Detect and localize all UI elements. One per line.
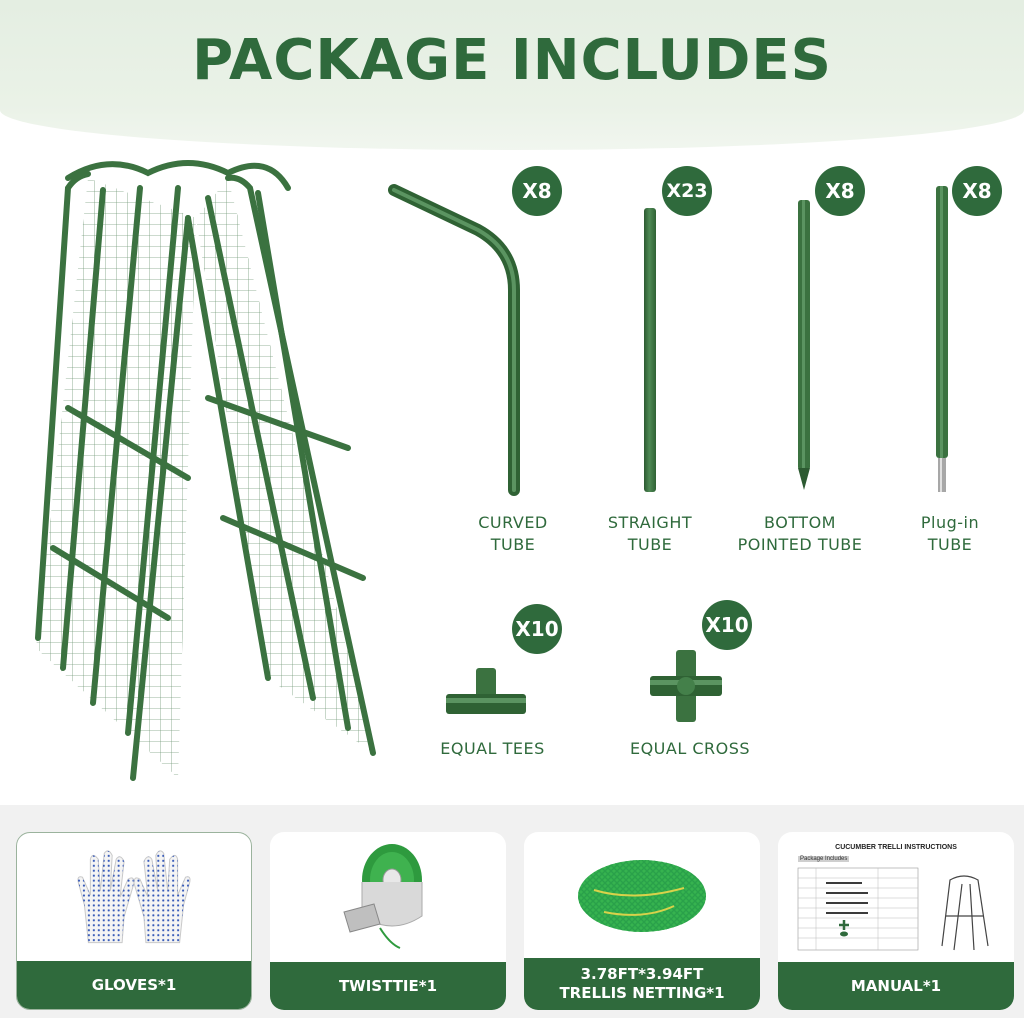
- count-badge-tee-connector: X10: [512, 604, 562, 654]
- count-badge-cross-connector: X10: [702, 600, 752, 650]
- count-badge-plug-in-tube: X8: [952, 166, 1002, 216]
- assembled-trellis-image: [35, 160, 376, 781]
- cross-connector-icon: [650, 650, 722, 722]
- part-label-plug-in-tube: Plug-in TUBE: [920, 513, 980, 554]
- part-label-straight-tube: STRAIGHT TUBE: [607, 513, 693, 554]
- tee-connector-icon: [446, 668, 526, 714]
- accessory-card-gloves: GLOVES*1: [16, 832, 252, 1010]
- accessory-label-manual: MANUAL*1: [778, 962, 1014, 1010]
- manual-subtitle: Package Includes: [798, 856, 850, 862]
- page-title: PACKAGE INCLUDES: [192, 28, 832, 93]
- part-label-tee-connector: EQUAL TEES: [440, 739, 545, 758]
- accessory-card-twist-tie: TWISTTIE*1: [270, 832, 506, 1010]
- count-badge-curved-tube: X8: [512, 166, 562, 216]
- manual-title: CUCUMBER TRELLI INSTRUCTIONS: [835, 844, 957, 851]
- straight-tube-icon: [644, 208, 656, 492]
- accessory-card-manual: CUCUMBER TRELLI INSTRUCTIONS Package Inc…: [778, 832, 1014, 1010]
- part-label-curved-tube: CURVED TUBE: [478, 513, 548, 554]
- accessory-label-gloves: GLOVES*1: [17, 961, 251, 1009]
- count-badge-straight-tube: X23: [662, 166, 712, 216]
- part-label-cross-connector: EQUAL CROSS: [629, 739, 751, 758]
- accessory-label-trellis-netting: 3.78FT*3.94FT TRELLIS NETTING*1: [524, 958, 760, 1010]
- part-label-pointed-tube: BOTTOM POINTED TUBE: [737, 513, 863, 554]
- gloves-icon: [77, 850, 191, 944]
- plug-in-tube-icon: [936, 186, 948, 492]
- manual-icon: [797, 867, 989, 951]
- accessory-card-trellis-netting: 3.78FT*3.94FT TRELLIS NETTING*1: [524, 832, 760, 1010]
- twist-tie-reel-icon: [343, 844, 423, 949]
- count-badge-pointed-tube: X8: [815, 166, 865, 216]
- header-band: [0, 0, 1024, 150]
- curved-tube-icon: [388, 184, 520, 496]
- accessory-label-twist-tie: TWISTTIE*1: [270, 962, 506, 1010]
- trellis-netting-icon: [578, 860, 706, 932]
- pointed-tube-icon: [798, 200, 810, 490]
